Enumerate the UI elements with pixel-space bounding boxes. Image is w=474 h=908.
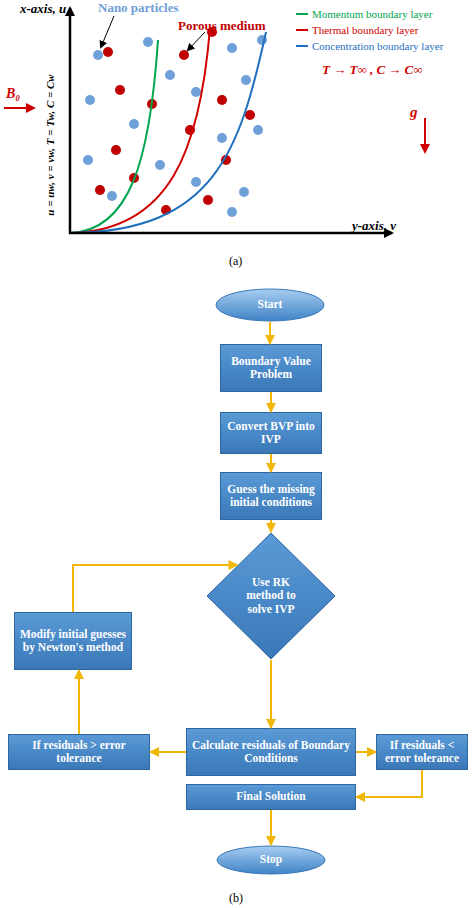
far-field-condition: T → T∞ , C → C∞ xyxy=(322,62,423,78)
process-box: Final Solution xyxy=(186,784,356,810)
gravity-label: g xyxy=(410,104,418,121)
callout-label: Nano particles xyxy=(98,0,179,16)
process-box: Boundary Value Problem xyxy=(220,344,322,392)
node-text: Guess the missing initial conditions xyxy=(221,483,321,509)
node-text: Boundary Value Problem xyxy=(221,355,321,381)
node-text: If residuals > error tolerance xyxy=(9,739,149,765)
flow-arrow xyxy=(270,454,272,472)
flow-arrow xyxy=(78,670,80,734)
legend-entry: Concentration boundary layer xyxy=(296,40,443,52)
diamond-outline xyxy=(207,533,335,659)
flow-arrow xyxy=(356,770,422,797)
x-axis-line xyxy=(69,8,72,234)
particle-dots xyxy=(83,27,267,217)
panel-caption: (b) xyxy=(229,891,243,906)
node-text: Stop xyxy=(256,853,286,866)
terminal-oval: Stop xyxy=(216,845,326,875)
flow-arrow xyxy=(356,751,376,753)
legend-line xyxy=(296,29,308,31)
magnetic-field-label: B₀ xyxy=(6,86,20,102)
process-box: Calculate residuals of Boundary Conditio… xyxy=(186,728,356,776)
process-box: Convert BVP into IVP xyxy=(220,412,322,454)
process-box: Guess the missing initial conditions xyxy=(220,472,322,520)
decision-diamond: Use RK method to solve IVP xyxy=(206,532,336,660)
node-text: Use RK method to solve IVP xyxy=(230,576,312,616)
oval-outline xyxy=(217,846,325,874)
terminal-oval: Start xyxy=(215,288,325,322)
legend-entry: Thermal boundary layer xyxy=(296,24,418,36)
concentration-curve xyxy=(70,32,266,233)
process-box: If residuals < error tolerance xyxy=(376,734,468,770)
legend-line xyxy=(296,13,308,15)
node-text: Start xyxy=(254,298,287,311)
oval-outline xyxy=(216,289,324,321)
node-text: If residuals < error tolerance xyxy=(377,739,467,765)
wall-condition: u = uw, v = vw, T = Tw, C = Cw xyxy=(44,74,56,215)
flow-arrow xyxy=(270,520,272,532)
legend-entry: Momentum boundary layer xyxy=(296,8,432,20)
y-axis-line xyxy=(69,232,392,235)
node-text: Convert BVP into IVP xyxy=(221,420,321,446)
flow-arrow xyxy=(270,660,272,728)
axis-label: x-axis, u xyxy=(20,1,66,17)
axis-label: y-axis, v xyxy=(352,218,396,234)
gravity-arrow xyxy=(424,118,426,152)
legend-text: Momentum boundary layer xyxy=(312,8,432,20)
legend-text: Thermal boundary layer xyxy=(312,24,418,36)
legend-text: Concentration boundary layer xyxy=(312,40,443,52)
legend-line xyxy=(296,45,308,47)
flow-arrow xyxy=(270,392,272,412)
leader-line xyxy=(188,32,205,50)
field-arrow xyxy=(4,107,34,109)
process-box: Modify initial guesses by Newton's metho… xyxy=(14,612,132,670)
flow-arrow xyxy=(150,751,186,753)
flow-arrow xyxy=(269,322,271,344)
flow-arrow xyxy=(270,810,272,845)
node-text: Final Solution xyxy=(232,790,309,803)
momentum-curve xyxy=(70,40,158,233)
flow-arrow xyxy=(73,565,237,612)
node-text: Modify initial guesses by Newton's metho… xyxy=(15,628,131,654)
node-text: Calculate residuals of Boundary Conditio… xyxy=(187,739,355,765)
process-box: If residuals > error tolerance xyxy=(8,734,150,770)
leader-line xyxy=(101,16,114,47)
thermal-curve xyxy=(70,28,210,233)
callout-label: Porous medium xyxy=(178,18,266,34)
panel-caption: (a) xyxy=(229,254,242,269)
